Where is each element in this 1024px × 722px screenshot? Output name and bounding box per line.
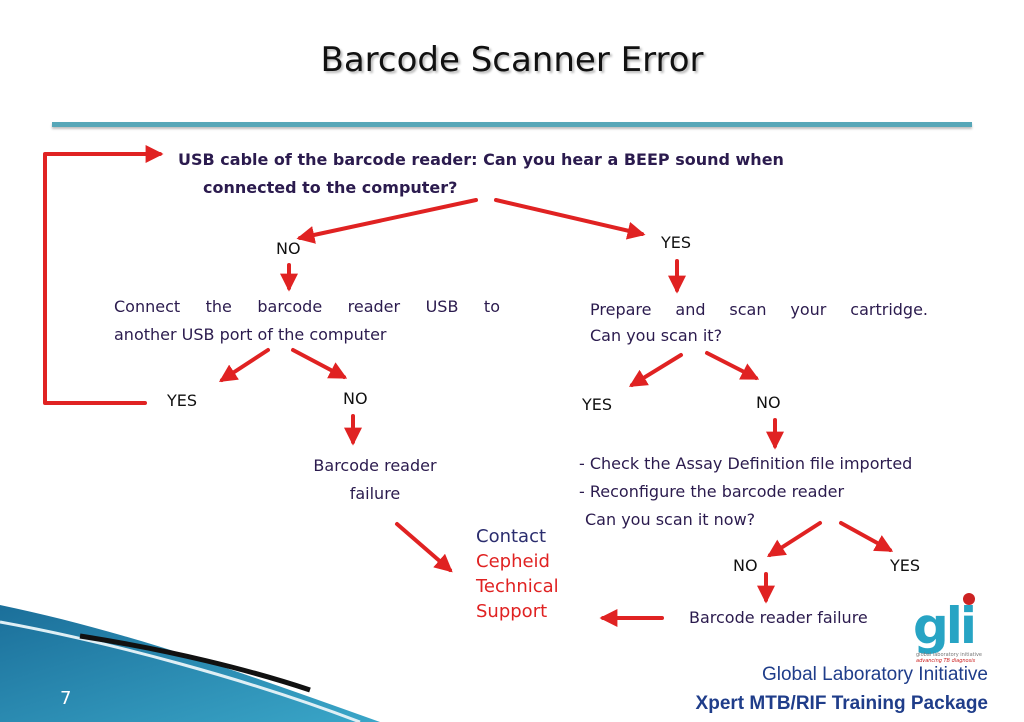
right-q-line1: Prepare and scan your cartridge. (590, 300, 928, 319)
q1-line2: connected to the computer? (203, 178, 458, 197)
gli-logo: gli (913, 597, 977, 655)
right-check-line1: - Check the Assay Definition file import… (579, 454, 913, 473)
label-no2-right: NO (756, 393, 781, 412)
logo-tagline-sub: advancing TB diagnosis (916, 658, 976, 664)
label-no-left: NO (276, 239, 301, 258)
corner-swoosh (0, 605, 380, 722)
contact-line2: Cepheid (476, 551, 550, 572)
contact-support: Contact Cepheid Technical Support (476, 524, 559, 624)
label-yes2-right: YES (582, 395, 613, 414)
title-divider (52, 122, 972, 127)
arrow-check-to-yes (839, 521, 894, 552)
footer-package: Xpert MTB/RIF Training Package (695, 693, 988, 714)
contact-line3: Technical (476, 576, 559, 597)
arrow-left-to-yes (218, 348, 270, 382)
right-check-line2: - Reconfigure the barcode reader (579, 482, 845, 501)
right-check-line3: Can you scan it now? (585, 510, 756, 529)
label-yes-right: YES (661, 233, 692, 252)
left-failure-line2: failure (349, 484, 401, 503)
left-action-line1: Connect the barcode reader USB to (114, 297, 500, 316)
logo-dot-icon (963, 593, 975, 605)
corner-swoosh-black (79, 633, 311, 693)
arrow-failure-to-contact (395, 522, 453, 573)
contact-line4: Support (476, 601, 548, 622)
right-q-line2: Can you scan it? (590, 326, 723, 345)
arrow-check-to-no (766, 521, 822, 557)
right-failure: Barcode reader failure (689, 608, 868, 627)
footer-organization: Global Laboratory Initiative (761, 664, 988, 685)
arrow-left-to-no (291, 348, 348, 379)
loopback-arrow (43, 145, 164, 405)
label-no2-left: NO (343, 389, 368, 408)
page-title: Barcode Scanner Error (320, 40, 704, 80)
logo-tagline: global laboratory initiative (916, 652, 983, 658)
left-action-line2: another USB port of the computer (114, 325, 387, 344)
arrow-q1-to-no (296, 198, 478, 244)
contact-line1: Contact (476, 526, 547, 547)
arrow-q1-to-yes (494, 198, 646, 240)
arrow-right-to-no (705, 351, 760, 380)
label-yes-left: YES (167, 391, 198, 410)
label-no3-right: NO (733, 556, 758, 575)
arrow-right-to-yes (628, 353, 683, 387)
page-number: 7 (60, 688, 72, 709)
corner-swoosh-stripe (0, 620, 361, 722)
left-failure-line1: Barcode reader (313, 456, 437, 475)
label-yes3-right: YES (890, 556, 921, 575)
q1-line1: USB cable of the barcode reader: Can you… (178, 150, 784, 169)
